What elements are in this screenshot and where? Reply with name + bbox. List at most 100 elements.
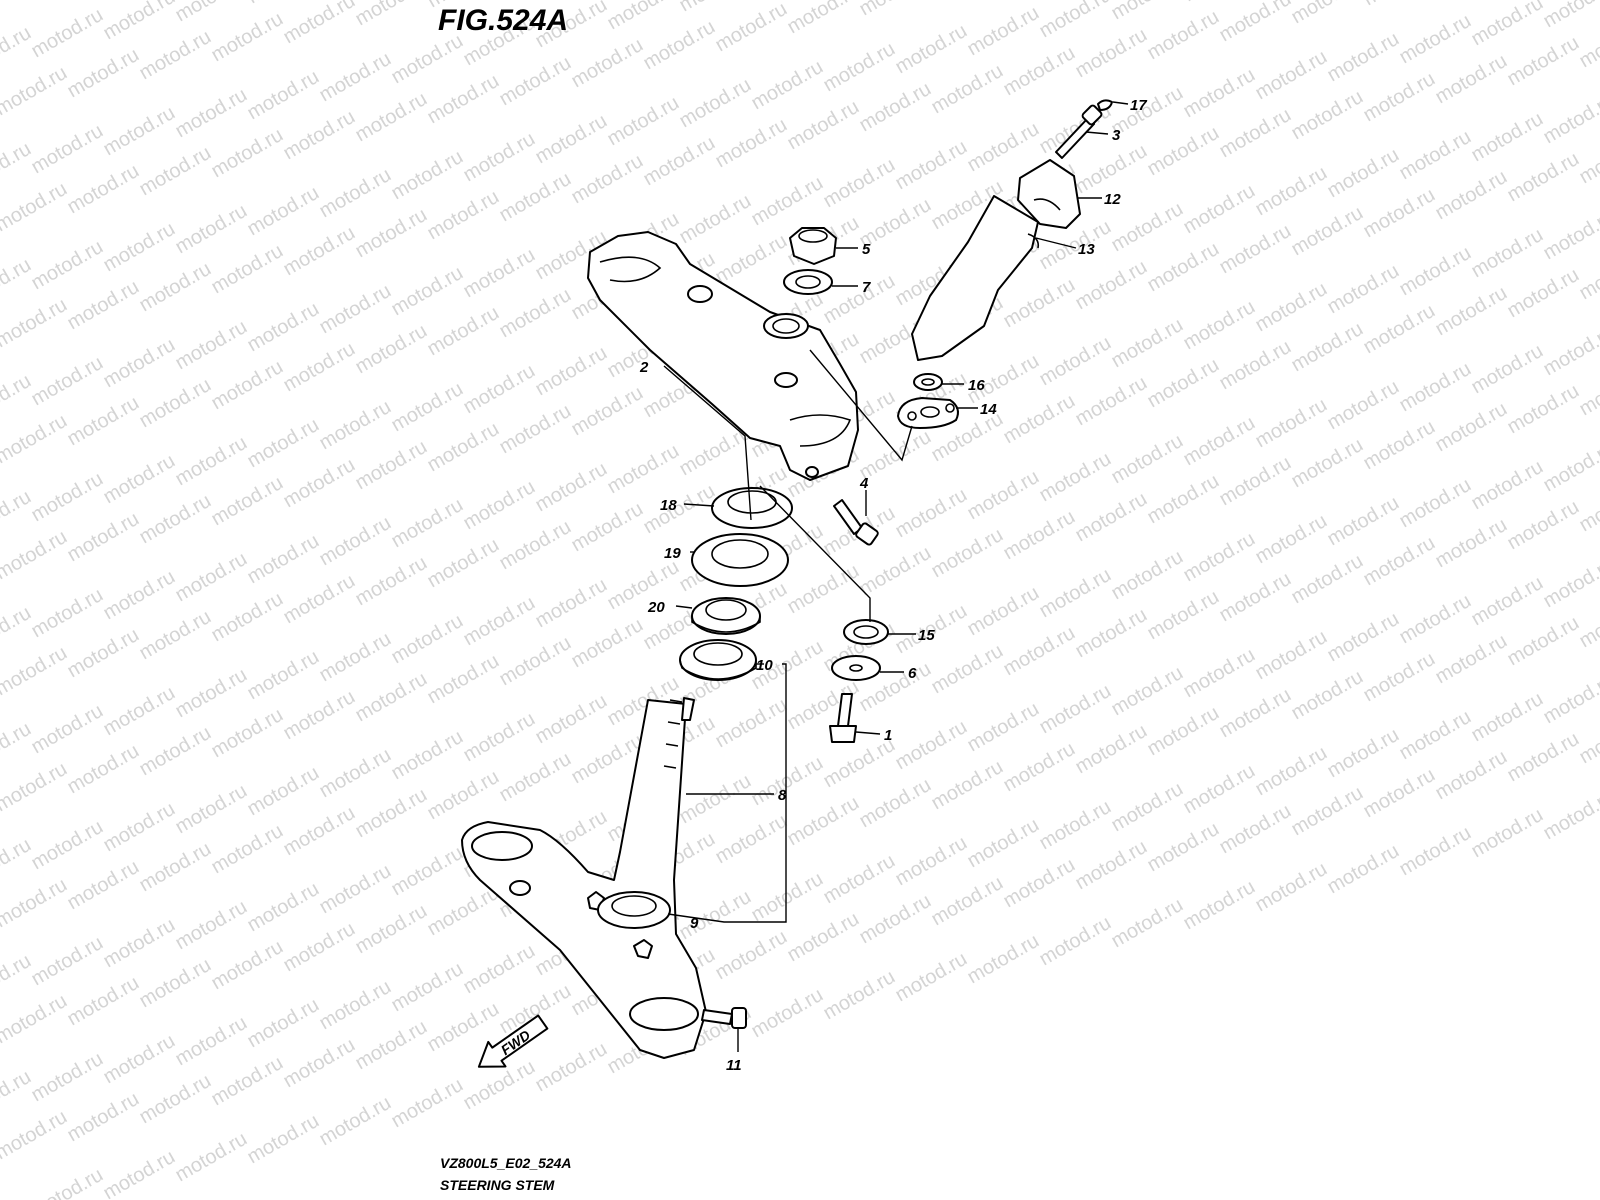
watermark-text: motod.ru (1108, 778, 1187, 837)
watermark-text: motod.ru (208, 240, 287, 299)
watermark-text: motod.ru (100, 682, 179, 741)
callouts: 1 2 3 4 5 6 7 8 9 10 11 12 13 14 15 16 1… (639, 97, 1147, 1074)
watermark-text: motod.ru (1504, 728, 1583, 787)
callout-18: 18 (660, 497, 677, 514)
watermark-text: motod.ru (1216, 220, 1295, 279)
model-code: VZ800L5_E02_524A (440, 1155, 572, 1171)
watermark-text: motod.ru (1288, 202, 1367, 261)
watermark-text: motod.ru (280, 570, 359, 629)
watermark-text: motod.ru (0, 526, 71, 585)
watermark-text: motod.ru (1468, 804, 1547, 863)
watermark-text: motod.ru (352, 204, 431, 263)
watermark-text: motod.ru (1396, 474, 1475, 533)
watermark-text: motod.ru (1288, 782, 1367, 841)
watermark-text: motod.ru (1144, 6, 1223, 65)
watermark-text: motod.ru (712, 114, 791, 173)
washer-6-part (831, 655, 881, 681)
watermark-text: motod.ru (1576, 14, 1600, 73)
watermark-text: motod.ru (1108, 662, 1187, 721)
watermark-text: motod.ru (1540, 322, 1600, 381)
plate-14-part (897, 397, 959, 429)
watermark-text: motod.ru (28, 120, 107, 179)
watermark-text: motod.ru (316, 860, 395, 919)
watermark-text: motod.ru (352, 0, 431, 30)
watermark-text: motod.ru (1108, 430, 1187, 489)
watermark-text: motod.ru (1576, 130, 1600, 189)
watermark-text: motod.ru (1504, 148, 1583, 207)
callout-17: 17 (1130, 97, 1147, 114)
watermark-text: motod.ru (244, 66, 323, 125)
watermark-text: motod.ru (964, 930, 1043, 989)
watermark-text: motod.ru (1144, 818, 1223, 877)
watermark-text: motod.ru (1468, 340, 1547, 399)
watermark-text: motod.ru (388, 30, 467, 89)
watermark-text: motod.ru (1036, 796, 1115, 855)
watermark-text: motod.ru (0, 486, 35, 545)
watermark-text: motod.ru (1180, 644, 1259, 703)
watermark-text: motod.ru (244, 530, 323, 589)
watermark-text: motod.ru (1432, 50, 1511, 109)
watermark-text: motod.ru (1000, 42, 1079, 101)
watermark-text: motod.ru (1360, 68, 1439, 127)
watermark-text: motod.ru (496, 284, 575, 343)
handlebar-bolt-part (1055, 104, 1103, 159)
watermark-text: motod.ru (244, 414, 323, 473)
watermark-text: motod.ru (1108, 894, 1187, 953)
watermark-text: motod.ru (28, 352, 107, 411)
watermark-text: motod.ru (0, 990, 71, 1049)
watermark-text: motod.ru (1324, 840, 1403, 899)
watermark-text: motod.ru (676, 0, 755, 16)
watermark-text: motod.ru (244, 0, 323, 8)
watermark-text: motod.ru (388, 726, 467, 785)
watermark-text: motod.ru (1216, 336, 1295, 395)
watermark-text: motod.ru (64, 392, 143, 451)
washer-7-part (783, 269, 833, 295)
watermark-text: motod.ru (0, 22, 35, 81)
watermark-text: motod.ru (136, 142, 215, 201)
watermark-text: motod.ru (892, 948, 971, 1007)
watermark-text: motod.ru (208, 8, 287, 67)
watermark-text: motod.ru (244, 646, 323, 705)
watermark-text: motod.ru (1504, 32, 1583, 91)
watermark-text: motod.ru (640, 480, 719, 539)
watermark-text: motod.ru (1288, 0, 1367, 28)
watermark-text: motod.ru (964, 582, 1043, 641)
watermark-text: motod.ru (460, 244, 539, 303)
watermark-text: motod.ru (136, 258, 215, 317)
callout-1: 1 (884, 727, 892, 744)
watermark-text: motod.ru (1540, 670, 1600, 729)
watermark-text: motod.ru (244, 762, 323, 821)
watermark-text: motod.ru (1072, 24, 1151, 83)
watermark-text: motod.ru (172, 664, 251, 723)
watermark-text: motod.ru (280, 0, 359, 48)
watermark-text: motod.ru (1324, 376, 1403, 435)
watermark-text: motod.ru (712, 694, 791, 753)
watermark-text: motod.ru (64, 1088, 143, 1147)
watermark-text: motod.ru (784, 908, 863, 967)
watermark-text: motod.ru (1288, 318, 1367, 377)
watermark-text: motod.ru (1036, 0, 1115, 42)
watermark-text: motod.ru (1252, 626, 1331, 685)
callout-6: 6 (908, 665, 917, 682)
watermark-text: motod.ru (1072, 256, 1151, 315)
watermark-text: motod.ru (1000, 738, 1079, 797)
watermark-text: motod.ru (1252, 46, 1331, 105)
watermark-text: motod.ru (28, 236, 107, 295)
watermark-text: motod.ru (1216, 452, 1295, 511)
watermark-text: motod.ru (1432, 166, 1511, 225)
watermark-text: motod.ru (208, 704, 287, 763)
watermark-text: motod.ru (856, 774, 935, 833)
watermark-text: motod.ru (460, 940, 539, 999)
watermark-text: motod.ru (496, 400, 575, 459)
watermark-text: motod.ru (280, 686, 359, 745)
watermark-text: motod.ru (136, 1070, 215, 1129)
watermark-text: motod.ru (352, 552, 431, 611)
watermark-text: motod.ru (0, 1066, 35, 1125)
watermark-text: motod.ru (1360, 764, 1439, 823)
watermark-text: motod.ru (964, 814, 1043, 873)
watermark-text: motod.ru (1576, 362, 1600, 421)
watermark-text: motod.ru (172, 432, 251, 491)
watermark-text: motod.ru (1180, 412, 1259, 471)
watermark-text: motod.ru (28, 1164, 107, 1200)
watermark-text: motod.ru (100, 334, 179, 393)
